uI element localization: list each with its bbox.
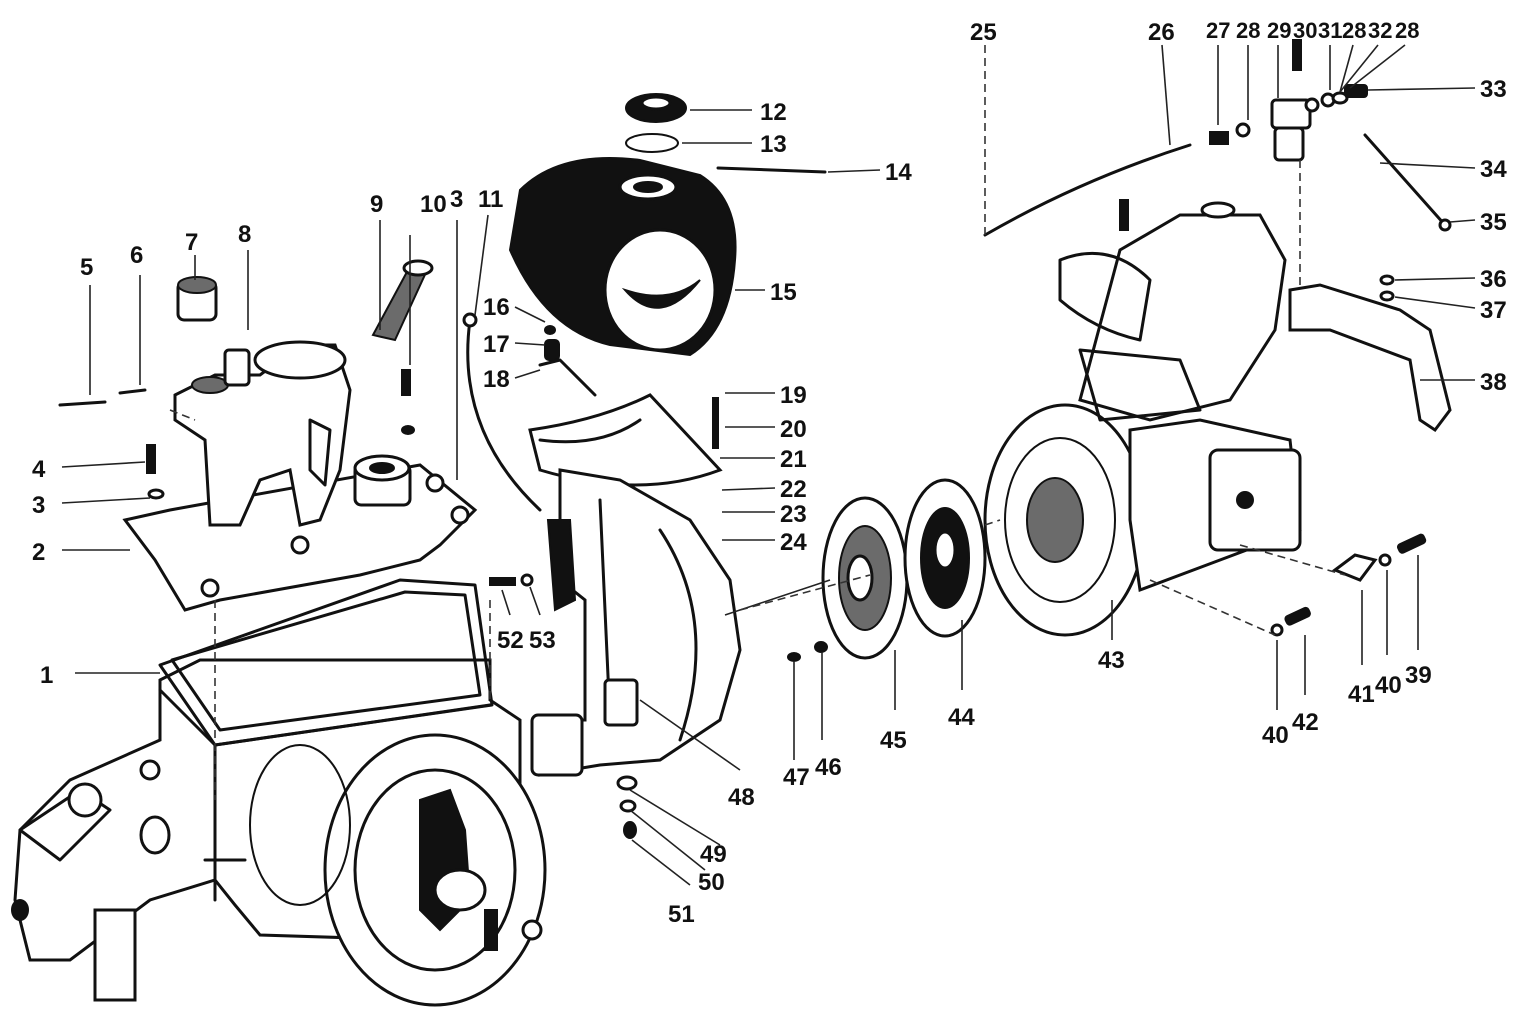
label-32: 32	[1368, 18, 1392, 43]
screws-52-53-parts	[489, 573, 534, 587]
label-51: 51	[668, 901, 695, 928]
label-40a: 40	[1375, 672, 1402, 699]
label-18: 18	[483, 366, 510, 393]
label-28a: 28	[1236, 18, 1260, 43]
label-1: 1	[40, 662, 53, 689]
rubber-bush-part	[176, 276, 218, 322]
label-28b: 28	[1342, 18, 1366, 43]
label-52: 52	[497, 627, 524, 654]
tank-cap-part	[625, 93, 687, 153]
label-6: 6	[130, 242, 143, 269]
label-31: 31	[1318, 18, 1342, 43]
label-24: 24	[780, 529, 807, 556]
label-39: 39	[1405, 662, 1432, 689]
label-44: 44	[948, 704, 975, 731]
label-28c: 28	[1395, 18, 1419, 43]
fuel-tap-part	[538, 325, 597, 397]
label-22: 22	[780, 476, 807, 503]
label-8: 8	[238, 221, 251, 248]
label-11: 11	[478, 186, 503, 213]
clutch-plate-part	[821, 496, 909, 660]
label-45: 45	[880, 727, 907, 754]
label-27: 27	[1206, 18, 1230, 43]
label-12: 12	[760, 99, 787, 126]
fuel-tank-part	[508, 157, 737, 357]
label-2: 2	[32, 539, 45, 566]
label-30: 30	[1293, 18, 1317, 43]
label-14: 14	[885, 159, 912, 186]
fuel-filter-part	[983, 39, 1312, 237]
label-9: 9	[370, 191, 383, 218]
label-46: 46	[815, 754, 842, 781]
gasket-part	[158, 578, 494, 747]
shifter-bracket-part	[173, 340, 352, 527]
friction-disc-part	[903, 478, 987, 638]
label-35: 35	[1480, 209, 1507, 236]
label-29: 29	[1267, 18, 1291, 43]
label-4: 4	[32, 456, 46, 483]
label-15: 15	[770, 279, 797, 306]
screws-46-47-parts	[787, 641, 828, 662]
label-43: 43	[1098, 647, 1125, 674]
clutch-assembly-part	[249, 733, 547, 1007]
engine-block-part	[983, 199, 1302, 637]
screws-39-42-parts	[1270, 533, 1427, 637]
label-40b: 40	[1262, 722, 1289, 749]
part-number-labels: 1 2 3 3 4 5 6 7 8 9 10 11 12 13 14 15 16…	[32, 18, 1507, 928]
rod-34-part	[1363, 133, 1452, 232]
label-13: 13	[760, 131, 787, 158]
label-26: 26	[1148, 19, 1175, 46]
label-41: 41	[1348, 681, 1375, 708]
label-38: 38	[1480, 369, 1507, 396]
fittings-31-33-parts	[1304, 84, 1368, 113]
label-20: 20	[780, 416, 807, 443]
boss-block-part	[353, 454, 412, 507]
label-21: 21	[780, 446, 807, 473]
label-19: 19	[780, 382, 807, 409]
fuel-pipes-part	[462, 166, 827, 512]
label-3b: 3	[450, 186, 463, 213]
label-17: 17	[483, 331, 510, 358]
label-10: 10	[420, 191, 447, 218]
nuts-parts	[616, 775, 638, 839]
bracket-38-part	[1288, 274, 1452, 433]
label-33: 33	[1480, 76, 1507, 103]
label-37: 37	[1480, 297, 1507, 324]
label-47: 47	[783, 764, 810, 791]
screws-small-parts	[58, 369, 415, 500]
leader-lines	[61, 44, 1476, 886]
label-23: 23	[780, 501, 807, 528]
label-50: 50	[698, 869, 725, 896]
label-3a: 3	[32, 492, 45, 519]
air-shroud-part	[530, 468, 742, 777]
label-7: 7	[185, 229, 198, 256]
label-48: 48	[728, 784, 755, 811]
label-53: 53	[529, 627, 556, 654]
label-42: 42	[1292, 709, 1319, 736]
lever-part	[371, 259, 434, 342]
label-49: 49	[700, 841, 727, 868]
label-36: 36	[1480, 266, 1507, 293]
label-5: 5	[80, 254, 93, 281]
label-34: 34	[1480, 156, 1507, 183]
label-25: 25	[970, 19, 997, 46]
label-16: 16	[483, 294, 510, 321]
